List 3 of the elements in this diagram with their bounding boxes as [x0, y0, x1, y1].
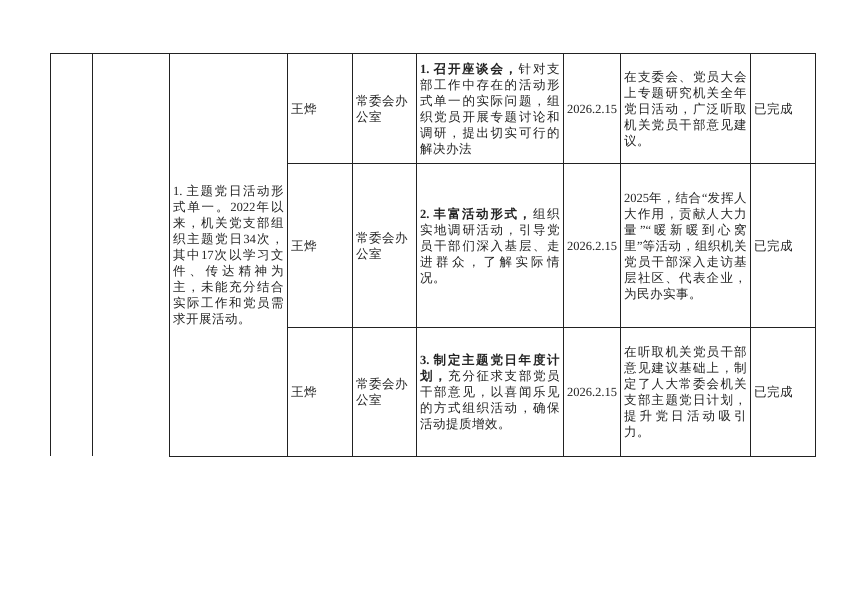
table-cell: 1. 主题党日活动形式单一。2022年以来，机关党支部组织主题党日34次，其中17次以学习文件、传达精神为主，未能充分结合实际工作和党员需求开展活动。 [169, 53, 288, 457]
table-cell: 已完成 [750, 53, 816, 164]
table-cell: 已完成 [750, 327, 816, 457]
